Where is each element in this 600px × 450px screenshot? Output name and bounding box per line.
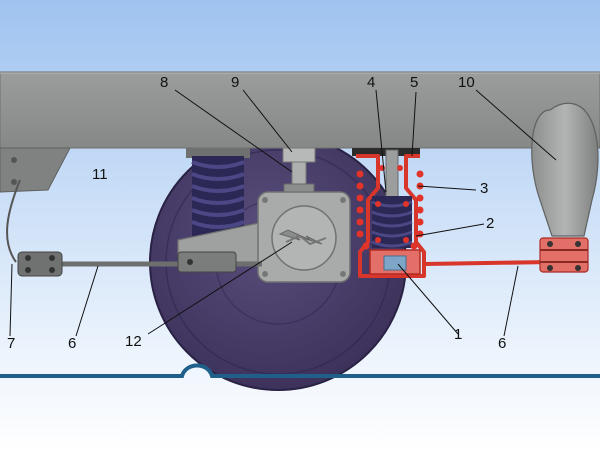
frame-beam bbox=[0, 71, 600, 149]
label-3: 3 bbox=[480, 180, 489, 197]
left-bracket bbox=[0, 147, 71, 263]
spring-mount-plate bbox=[186, 148, 250, 158]
lightning-arrow-icon bbox=[278, 229, 327, 246]
label-6-left: 6 bbox=[68, 335, 77, 352]
label-11: 11 bbox=[92, 166, 108, 183]
right-clamp bbox=[539, 237, 589, 273]
main-spring bbox=[191, 156, 245, 236]
label-4: 4 bbox=[367, 74, 376, 91]
buffer-stop bbox=[531, 102, 599, 237]
label-1: 1 bbox=[454, 326, 463, 343]
label-12: 12 bbox=[125, 333, 142, 350]
leader-lines bbox=[9, 89, 557, 337]
damper-assembly bbox=[356, 149, 426, 278]
label-8: 8 bbox=[160, 74, 169, 91]
rail-line bbox=[0, 363, 600, 378]
left-clamp bbox=[17, 251, 63, 277]
label-10: 10 bbox=[458, 74, 475, 91]
lever-clamp bbox=[177, 251, 237, 273]
label-6-right: 6 bbox=[498, 335, 507, 352]
label-9: 9 bbox=[231, 74, 240, 91]
label-7: 7 bbox=[7, 335, 16, 352]
label-5: 5 bbox=[410, 74, 419, 91]
label-2: 2 bbox=[486, 215, 495, 232]
